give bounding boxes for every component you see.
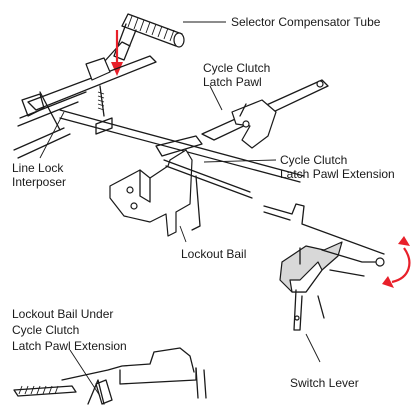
label-latch-pawl-line2: Latch Pawl <box>203 75 262 89</box>
label-line-lock-line1: Line Lock <box>12 161 64 175</box>
inset-lockout-bail-under <box>13 347 207 405</box>
label-latch-pawl-line1: Cycle Clutch <box>203 61 271 75</box>
label-extension-line2: Latch Pawl Extension <box>280 167 395 181</box>
red-rotation-arrow <box>382 236 411 288</box>
leader-inset <box>69 349 101 397</box>
lockout-bail <box>109 135 253 237</box>
label-lockout-bail: Lockout Bail <box>181 247 247 261</box>
leader-lockout-bail <box>179 225 187 243</box>
leader-latch-pawl <box>209 85 223 111</box>
label-inset-line2: Cycle Clutch <box>12 323 80 337</box>
label-extension-line1: Cycle Clutch <box>280 153 348 167</box>
switch-assembly <box>263 203 385 331</box>
label-selector-compensator-tube: Selector Compensator Tube <box>231 15 381 29</box>
label-switch-lever: Switch Lever <box>290 376 359 390</box>
leader-interposer <box>39 111 65 159</box>
selector-compensator-tube <box>103 13 185 63</box>
label-inset-line3: Latch Pawl Extension <box>12 339 127 353</box>
leader-extension <box>203 159 277 163</box>
label-line-lock-line2: Interposer <box>12 175 67 189</box>
leader-switch-lever <box>305 333 321 363</box>
cycle-clutch-latch-pawl <box>201 79 329 149</box>
label-inset-line1: Lockout Bail Under <box>12 307 114 321</box>
line-lock-interposer <box>13 55 157 159</box>
